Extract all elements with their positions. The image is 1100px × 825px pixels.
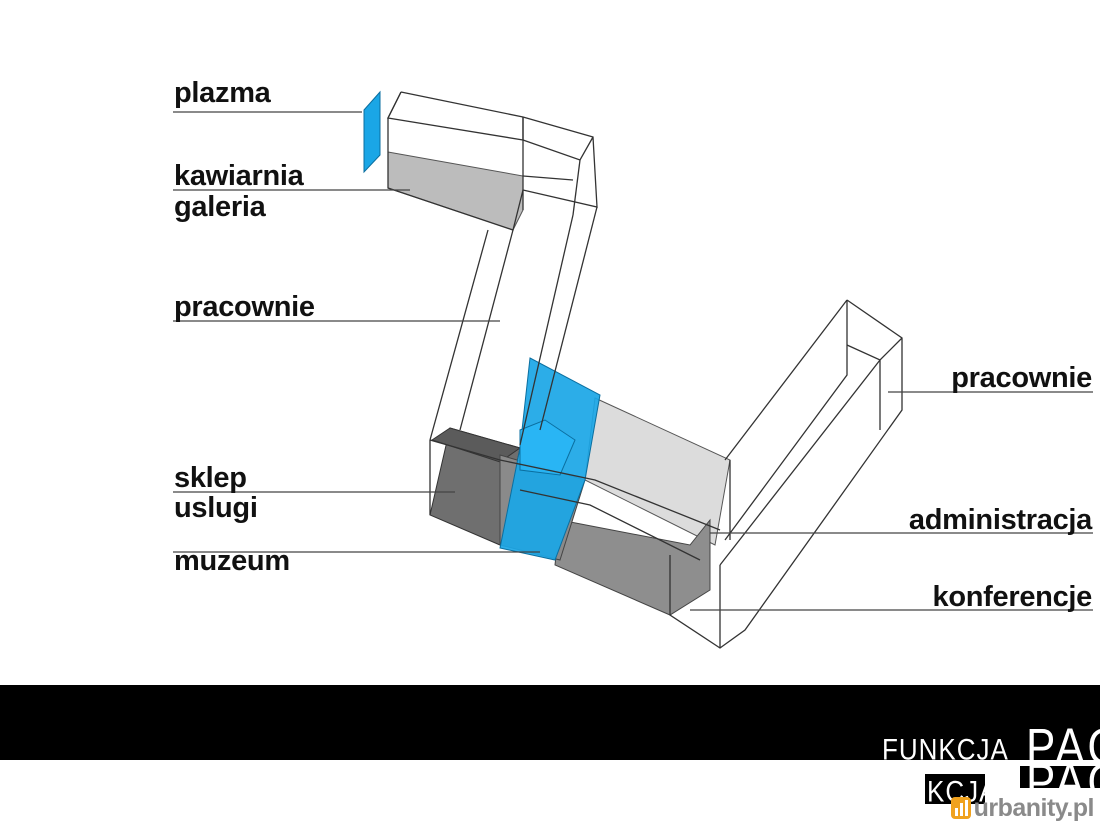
- urbanity-logo: urbanity.pl: [950, 793, 1095, 822]
- kawiarnia-volume: [387, 151, 524, 231]
- blue-core-inner: [519, 419, 576, 476]
- label-sklep: sklep: [174, 462, 247, 494]
- footer-strip: KCJA PAG: [0, 754, 1100, 825]
- label-kawiarnia: kawiarnia: [174, 160, 304, 192]
- label-konferencje: konferencje: [932, 581, 1093, 613]
- label-galeria: galeria: [174, 191, 266, 223]
- label-pracownie-left: pracownie: [174, 291, 315, 323]
- black-banner: FUNKCJA PAG: [0, 685, 1100, 775]
- bar-chart-logo-icon: [950, 797, 971, 819]
- label-muzeum: muzeum: [174, 545, 290, 577]
- plazma-screen: [363, 90, 381, 174]
- label-plazma: plazma: [174, 77, 271, 109]
- building-axonometric-diagram: [173, 90, 1093, 649]
- banner-pag-bottom: PAG: [1026, 754, 1100, 811]
- footer-black-block-2: [1020, 766, 1100, 788]
- label-administracja: administracja: [908, 504, 1092, 536]
- konferencje-volume: [554, 518, 711, 616]
- logo-text: urbanity.pl: [973, 793, 1095, 822]
- label-uslugi: uslugi: [174, 492, 258, 524]
- label-pracownie-right: pracownie: [951, 362, 1092, 394]
